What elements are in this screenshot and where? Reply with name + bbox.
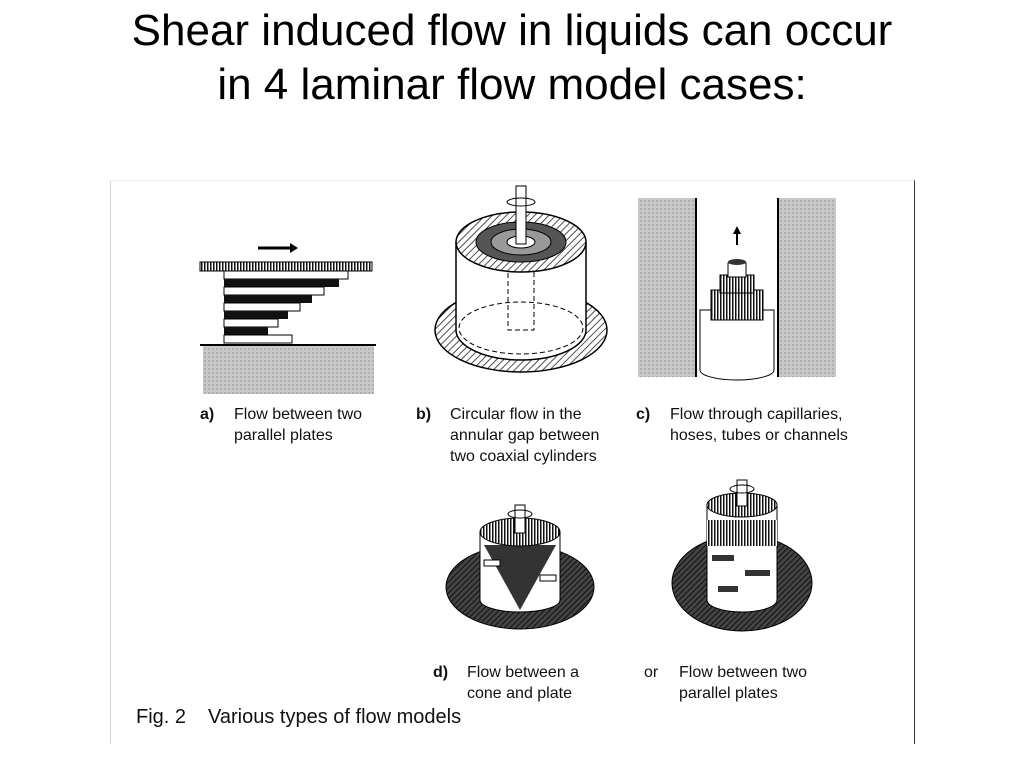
panel-a-line-2: parallel plates (234, 427, 333, 444)
panel-d-plates-illustration (671, 479, 813, 632)
panel-c-line-1: Flow through capillaries, (670, 406, 843, 423)
panel-b-letter: b) (416, 406, 432, 423)
panel-b-caption: b) (416, 404, 431, 425)
panel-c-letter: c) (636, 406, 651, 423)
panel-a-caption: a) (200, 404, 214, 425)
slide-title: Shear induced flow in liquids can occur … (0, 4, 1024, 112)
panel-d-cone-illustration (445, 504, 595, 630)
panel-c-caption: c) (636, 404, 650, 425)
panel-c-text: Flow through capillaries, hoses, tubes o… (670, 404, 848, 446)
panel-d-or: or (644, 664, 659, 681)
slide-title-line-2: in 4 laminar flow model cases: (217, 60, 807, 109)
panel-d-letter: d) (433, 664, 449, 681)
panel-a-illustration (199, 243, 376, 394)
panel-d-line-1: Flow between a (467, 664, 580, 681)
panel-b-line-3: two coaxial cylinders (450, 448, 597, 465)
panel-a-letter: a) (200, 406, 215, 423)
figure-caption-label: Fig. 2 (136, 706, 187, 728)
panel-b-text: Circular flow in the annular gap between… (450, 404, 599, 467)
panel-b-line-1: Circular flow in the (450, 406, 582, 423)
panel-d-line-2: cone and plate (467, 685, 572, 702)
panel-d-alt-line-2: parallel plates (679, 685, 778, 702)
panel-d-caption: d) (433, 662, 448, 683)
panel-b-illustration (434, 185, 608, 373)
slide-title-line-1: Shear induced flow in liquids can occur (131, 6, 893, 55)
panel-c-line-2: hoses, tubes or channels (670, 427, 848, 444)
figure-caption-text: Various types of flow models (208, 706, 462, 728)
panel-d-text: Flow between a cone and plate (467, 662, 579, 704)
figure-caption: Fig. 2 Various types of flow models (136, 706, 461, 729)
panel-a-text: Flow between two parallel plates (234, 404, 362, 446)
panel-a-line-1: Flow between two (234, 406, 363, 423)
panel-d-alt-text: Flow between two parallel plates (679, 662, 807, 704)
panel-c-illustration (638, 198, 836, 381)
panel-d-alt-line-1: Flow between two (679, 664, 808, 681)
panel-b-line-2: annular gap between (450, 427, 600, 444)
